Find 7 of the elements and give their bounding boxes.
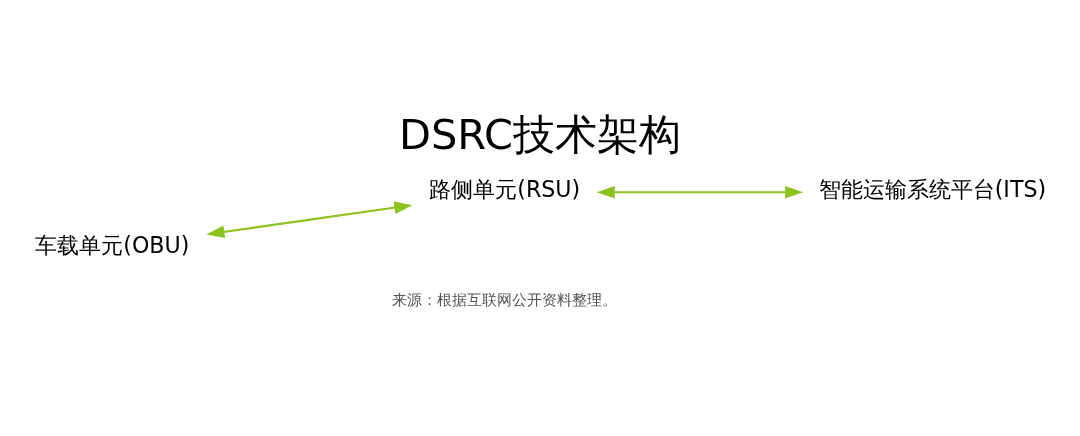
node-text: 车载单元(OBU) <box>35 231 190 258</box>
node-text: 智能运输系统平台(ITS) <box>818 175 1047 202</box>
arrow <box>206 200 413 238</box>
arrow <box>596 185 804 198</box>
label: 来源：根据互联网公开资料整理。 <box>392 290 618 309</box>
node-text: 路侧单元(RSU) <box>429 175 581 202</box>
diagram-title: DSRC技术架构 <box>398 109 682 159</box>
